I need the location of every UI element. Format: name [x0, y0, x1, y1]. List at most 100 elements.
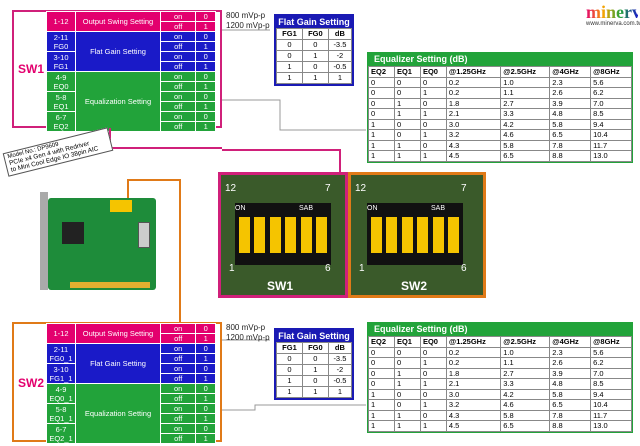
sw1-mv-labels: 800 mVp-p 1200 mVp-p	[226, 11, 270, 31]
fg-header: dB	[327, 342, 353, 354]
sw2-pin-eq2: 6-7 EQ2_1	[46, 423, 76, 444]
eq-cell: 1.1	[500, 357, 551, 369]
eq-cell: 9.4	[590, 118, 632, 130]
eq-cell: 5.8	[500, 139, 551, 151]
sw2-config-table: 1-12 Output Swing Setting on 0 off 1 2-1…	[46, 323, 216, 444]
fg-cell: 1	[327, 386, 353, 398]
eq-cell: 1	[419, 357, 447, 369]
sw1-mv-800: 800 mVp-p	[226, 11, 266, 20]
eq-header: @1.25GHz	[445, 336, 502, 348]
eq-cell: 1	[393, 367, 421, 379]
eq-cell: 6.2	[590, 357, 632, 369]
fg-cell: 1	[327, 72, 353, 84]
sw2-val: on	[159, 323, 197, 334]
eq-cell: 1.0	[500, 346, 551, 358]
eq-cell: 1	[419, 399, 447, 411]
sw1-pin-fg1: 3-10 FG1	[46, 51, 76, 72]
sw2-dip-switch: ON SAB	[367, 203, 463, 265]
sw2-toggle	[447, 217, 459, 253]
eq-cell: 1	[368, 399, 395, 411]
sw1-label: SW1	[18, 62, 45, 76]
pcie-board-image	[40, 192, 158, 290]
eq-cell: 6.5	[549, 399, 592, 411]
eq-cell: 1	[368, 409, 395, 421]
sw1-pin-eq0: 4-9 EQ0	[46, 71, 76, 92]
eq-cell: 3.2	[445, 399, 502, 411]
sw2-on-text: ON	[367, 205, 378, 212]
eq-cell: 8.8	[549, 420, 592, 432]
eq-cell: 1	[393, 409, 421, 421]
sw1-photo-frame: ON SAB 12 7 1 6 SW1	[218, 172, 348, 298]
sw2-num-7: 7	[461, 183, 467, 194]
sw2-num-12: 12	[355, 183, 367, 194]
eq-cell: 0	[393, 346, 421, 358]
eq-cell: 0	[419, 388, 447, 400]
eq-cell: 0	[393, 357, 421, 369]
sw2-pin-1-12: 1-12	[46, 323, 76, 344]
fg-cell: 0	[276, 364, 303, 376]
equalizer-title: Equalizer Setting (dB)	[368, 53, 632, 66]
sw2-num-1: 1	[359, 263, 365, 274]
eq-cell: 13.0	[590, 150, 632, 162]
sw2-val: off	[159, 413, 197, 424]
eq-cell: 6.5	[500, 150, 551, 162]
equalizer-table-bottom: Equalizer Setting (dB) EQ2 EQ1 EQ0 @1.25…	[367, 322, 633, 433]
sw1-num-1: 1	[229, 263, 235, 274]
equalizer-table-top: Equalizer Setting (dB) EQ2 EQ1 EQ0 @1.25…	[367, 52, 633, 163]
board-chip	[62, 222, 84, 244]
eq-header: @8GHz	[590, 336, 632, 348]
fg-cell: 0	[301, 353, 329, 365]
sw2-bit: 0	[195, 363, 216, 374]
sw2-bit: 0	[195, 323, 216, 334]
eq-cell: 10.4	[590, 129, 632, 141]
eq-header: @4GHz	[549, 336, 592, 348]
fg-cell: 0	[301, 375, 329, 387]
eq-cell: 8.5	[590, 378, 632, 390]
eq-cell: 1	[368, 388, 395, 400]
eq-cell: 4.3	[445, 409, 502, 421]
eq-cell: 2.3	[549, 346, 592, 358]
flat-gain-title: Flat Gain Setting	[276, 330, 352, 342]
sw2-toggle	[432, 217, 444, 253]
eq-cell: 1	[393, 420, 421, 432]
eq-cell: 4.6	[500, 399, 551, 411]
sw1-val: off	[159, 121, 197, 132]
eq-cell: 1	[419, 378, 447, 390]
sw2-output-swing-label: Output Swing Setting	[75, 323, 161, 344]
eq-cell: 4.3	[445, 139, 502, 151]
sw1-mv-1200: 1200 mVp-p	[226, 21, 270, 30]
sw2-bit: 0	[195, 403, 216, 414]
sw1-sab-text: SAB	[299, 205, 314, 212]
eq-cell: 6.5	[500, 420, 551, 432]
board-bracket	[40, 192, 48, 290]
sw2-toggle	[417, 217, 429, 253]
fg-cell: 1	[301, 386, 329, 398]
sw2-pin-fg0: 2-11 FG0_1	[46, 343, 76, 364]
eq-header: EQ1	[393, 336, 421, 348]
eq-cell: 0.2	[445, 346, 502, 358]
eq-cell: 0	[368, 367, 395, 379]
sw2-flat-gain-label: Flat Gain Setting	[75, 343, 161, 384]
eq-cell: 4.2	[500, 388, 551, 400]
logo-url: www.minerva.com.tw	[586, 21, 640, 27]
eq-header: @2.5GHz	[500, 336, 551, 348]
sw1-toggles	[239, 217, 327, 253]
eq-cell: 1	[419, 420, 447, 432]
sw1-toggle	[315, 217, 327, 253]
sw1-photo-label: SW1	[267, 279, 294, 293]
sw2-pin-eq1: 5-8 EQ1_1	[46, 403, 76, 424]
sw2-val: on	[159, 383, 197, 394]
sw2-bit: 1	[195, 393, 216, 404]
flat-gain-title: Flat Gain Setting	[276, 16, 352, 28]
eq-cell: 0	[368, 346, 395, 358]
sw1-dip-switch: ON SAB	[235, 203, 331, 265]
board-switch	[110, 200, 132, 212]
eq-cell: 0.2	[445, 357, 502, 369]
sw2-equalization-label: Equalization Setting	[75, 383, 161, 444]
